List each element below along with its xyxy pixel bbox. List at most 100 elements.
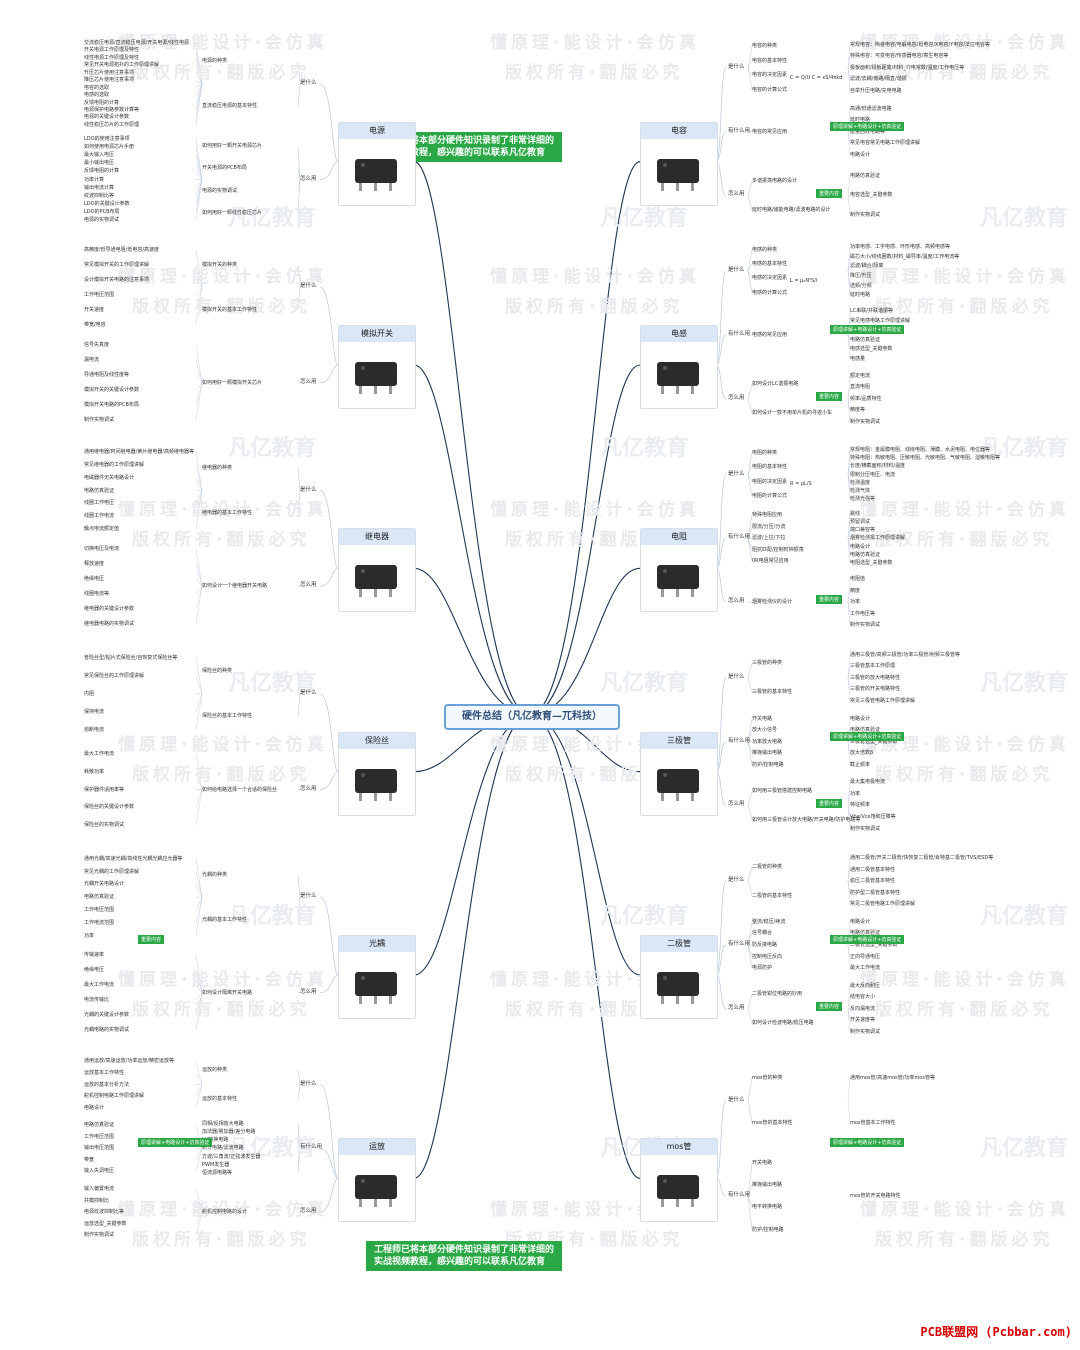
branch-item[interactable]: 防护/控制电路	[752, 1226, 784, 1233]
branch-item[interactable]: 二极管钳位电路的妙用	[752, 991, 803, 998]
branch-item[interactable]: 0R电阻常见应用	[752, 558, 789, 565]
leaf-item[interactable]: 设计模拟开关电路的注意事项	[84, 276, 150, 283]
leaf-item[interactable]: 纹波抑制比等	[84, 192, 115, 199]
leaf-item[interactable]: 截止频率	[850, 761, 871, 768]
leaf-item[interactable]: 线圈工作电流	[84, 513, 115, 520]
branch-item[interactable]: 电感的计算公式	[752, 289, 788, 296]
leaf-item[interactable]: 漏电流	[84, 357, 100, 364]
branch-item[interactable]: 开关电路	[752, 715, 773, 722]
leaf-item[interactable]: 二极管选型_关键参数	[850, 942, 898, 948]
group-label[interactable]: 是什么	[300, 486, 317, 493]
branch-item[interactable]: PWM发生器	[202, 1161, 230, 1168]
leaf-item[interactable]: 通用二极管基本特性	[850, 866, 896, 873]
branch-item[interactable]: 电阻的决定因素	[752, 478, 788, 485]
group-label[interactable]: 有什么用	[728, 331, 751, 337]
tag-label[interactable]: 原理讲解+电路设计+仿真验证	[830, 934, 905, 944]
leaf-item[interactable]: 特殊电容：可变电容/传感器电容/寄生电容等	[850, 53, 949, 60]
leaf-item[interactable]: 反馈电阻的计算	[84, 99, 120, 106]
branch-item[interactable]: 模拟开关的种类	[202, 261, 238, 268]
branch-item[interactable]: 如何设计LC谐振电路	[752, 381, 799, 388]
leaf-item[interactable]: 功率电感、工字电感、环形电感、高频电感等	[850, 244, 951, 251]
branch-item[interactable]: 电源的种类	[202, 58, 228, 65]
leaf-item[interactable]: 运放选型_关键参数	[84, 1220, 127, 1227]
leaf-item[interactable]: 电流传输比	[84, 997, 110, 1004]
branch-item[interactable]: 二极管的种类	[752, 863, 783, 870]
leaf-item[interactable]: 常见光耦的工作原理讲解	[84, 868, 140, 875]
category-node[interactable]: 电源	[338, 121, 416, 206]
leaf-item[interactable]: 最大输入电压	[84, 152, 115, 159]
leaf-item[interactable]: 电路仿真验证	[850, 336, 881, 343]
branch-item[interactable]: 积分电路/滤波电路	[202, 1145, 244, 1152]
branch-item[interactable]: 电感的决定因素	[752, 275, 788, 282]
tag-label[interactable]: 重要内容	[816, 1001, 843, 1011]
tag-label[interactable]: 重要内容	[816, 595, 843, 605]
branch-item[interactable]: 特殊电阻应用	[752, 512, 783, 519]
leaf-item[interactable]: 电路设计	[850, 715, 871, 722]
branch-item[interactable]: 如何设计隔离开关电路	[202, 989, 253, 996]
leaf-item[interactable]: 绝缘电压	[84, 575, 105, 582]
branch-item[interactable]: 开关电路	[752, 1159, 773, 1166]
group-label[interactable]: 是什么	[300, 689, 317, 696]
leaf-item[interactable]: 通用三极管/高频三极管/功率三极管/射频三极管等	[850, 651, 961, 658]
branch-item[interactable]: 恒流源电路等	[202, 1170, 233, 1177]
leaf-item[interactable]: 传输速率	[84, 952, 105, 959]
group-label[interactable]: 怎么用	[300, 378, 317, 385]
branch-item[interactable]: 如何设计一个继电器开关电路	[202, 583, 268, 590]
branch-item[interactable]: 如何给电路选择一个合适的保险丝	[202, 786, 278, 793]
leaf-item[interactable]: 延时电路	[850, 292, 871, 299]
group-label[interactable]: 是什么	[300, 893, 317, 900]
leaf-item[interactable]: 直流电阻	[850, 384, 871, 391]
branch-item[interactable]: 直流稳压电源的基本特性	[202, 103, 258, 110]
tag-label[interactable]: 原理讲解+电路设计+仿真验证	[830, 324, 905, 334]
leaf-item[interactable]: 触点电流额定值	[84, 525, 120, 532]
branch-item[interactable]: 如何用好一颗开关电源芯片	[202, 142, 263, 149]
group-label[interactable]: 怎么用	[300, 175, 317, 182]
leaf-item[interactable]: Vbe/Vce饱和压降等	[850, 814, 896, 820]
leaf-item[interactable]: 开关电源工作原理及特性	[84, 47, 140, 54]
leaf-item[interactable]: 三极管基本工作原理	[850, 663, 896, 670]
branch-item[interactable]: 电平转换电路	[752, 1204, 783, 1211]
leaf-item[interactable]: 常见电感电路工作原理讲解	[850, 317, 911, 324]
branch-item[interactable]: 烟雾检测仪的设计	[752, 599, 793, 606]
leaf-item[interactable]: 光耦电路的实物调试	[84, 1027, 130, 1034]
leaf-item[interactable]: 电路设计	[84, 1104, 105, 1111]
leaf-item[interactable]: 电路仿真验证	[850, 551, 881, 558]
leaf-item[interactable]: 电路仿真验证	[84, 894, 115, 901]
leaf-item[interactable]: 三极管的开关电路特性	[850, 686, 901, 693]
leaf-item[interactable]: 切换电压及电流	[84, 545, 120, 552]
formula-text[interactable]: L = μ₀N²S/l	[790, 278, 818, 285]
leaf-item[interactable]: 电路仿真验证	[84, 487, 115, 494]
leaf-item[interactable]: 继电器的关键设计参数	[84, 605, 135, 612]
leaf-item[interactable]: 电磁器件无关电路设计	[84, 474, 135, 481]
branch-item[interactable]: 保险丝的基本工作特性	[202, 713, 253, 720]
leaf-item[interactable]: 滤波/耦合/隔离	[850, 263, 884, 270]
leaf-item[interactable]: 输出电压范围	[84, 1145, 115, 1152]
leaf-item[interactable]: 输入偏置电流	[84, 1186, 115, 1192]
leaf-item[interactable]: 常见电容常见电路工作原理讲解	[850, 140, 921, 147]
leaf-item[interactable]: 电路仿真验证	[850, 930, 881, 937]
branch-item[interactable]: 电感的常见应用	[752, 332, 788, 338]
branch-item[interactable]: 电感的基本特性	[752, 261, 788, 267]
leaf-item[interactable]: 电路设计	[850, 918, 871, 925]
group-label[interactable]: 有什么用	[728, 941, 751, 947]
leaf-item[interactable]: 端口兼容等	[850, 527, 876, 534]
leaf-item[interactable]: 自举升压电路/充电电路	[850, 88, 902, 94]
branch-item[interactable]: 继电器的基本工作特性	[202, 509, 253, 516]
leaf-item[interactable]: 稳压二极管基本特性	[850, 878, 896, 885]
leaf-item[interactable]: 带宽/电容	[84, 321, 106, 328]
branch-item[interactable]: 加法器/累加器/差分电路	[202, 1128, 256, 1135]
leaf-item[interactable]: 高通/低通滤波电路	[850, 105, 892, 112]
leaf-item[interactable]: 舵机控制电路工作原理讲解	[84, 1093, 145, 1100]
leaf-item[interactable]: 交流稳压电源/直流稳压电源/开关电源/线性电源	[84, 39, 190, 46]
leaf-item[interactable]: 常见三极管电路工作原理讲解	[850, 698, 916, 704]
leaf-item[interactable]: 继电器电路的实物调试	[84, 620, 135, 627]
leaf-item[interactable]: 最大工作电流	[84, 750, 115, 757]
group-label[interactable]: 是什么	[728, 267, 745, 274]
branch-item[interactable]: 光耦的种类	[202, 871, 228, 878]
leaf-item[interactable]: 电路设计	[850, 543, 871, 550]
leaf-item[interactable]: 模拟开关电路的PCB布局	[84, 402, 139, 409]
branch-item[interactable]: 电容的种类	[752, 43, 778, 50]
leaf-item[interactable]: 能量回收电路等	[850, 128, 886, 135]
leaf-item[interactable]: 普险丝型/贴片式保险丝/自恢复式保险丝等	[84, 654, 178, 661]
branch-item[interactable]: 限流/分压/分流	[752, 523, 786, 530]
